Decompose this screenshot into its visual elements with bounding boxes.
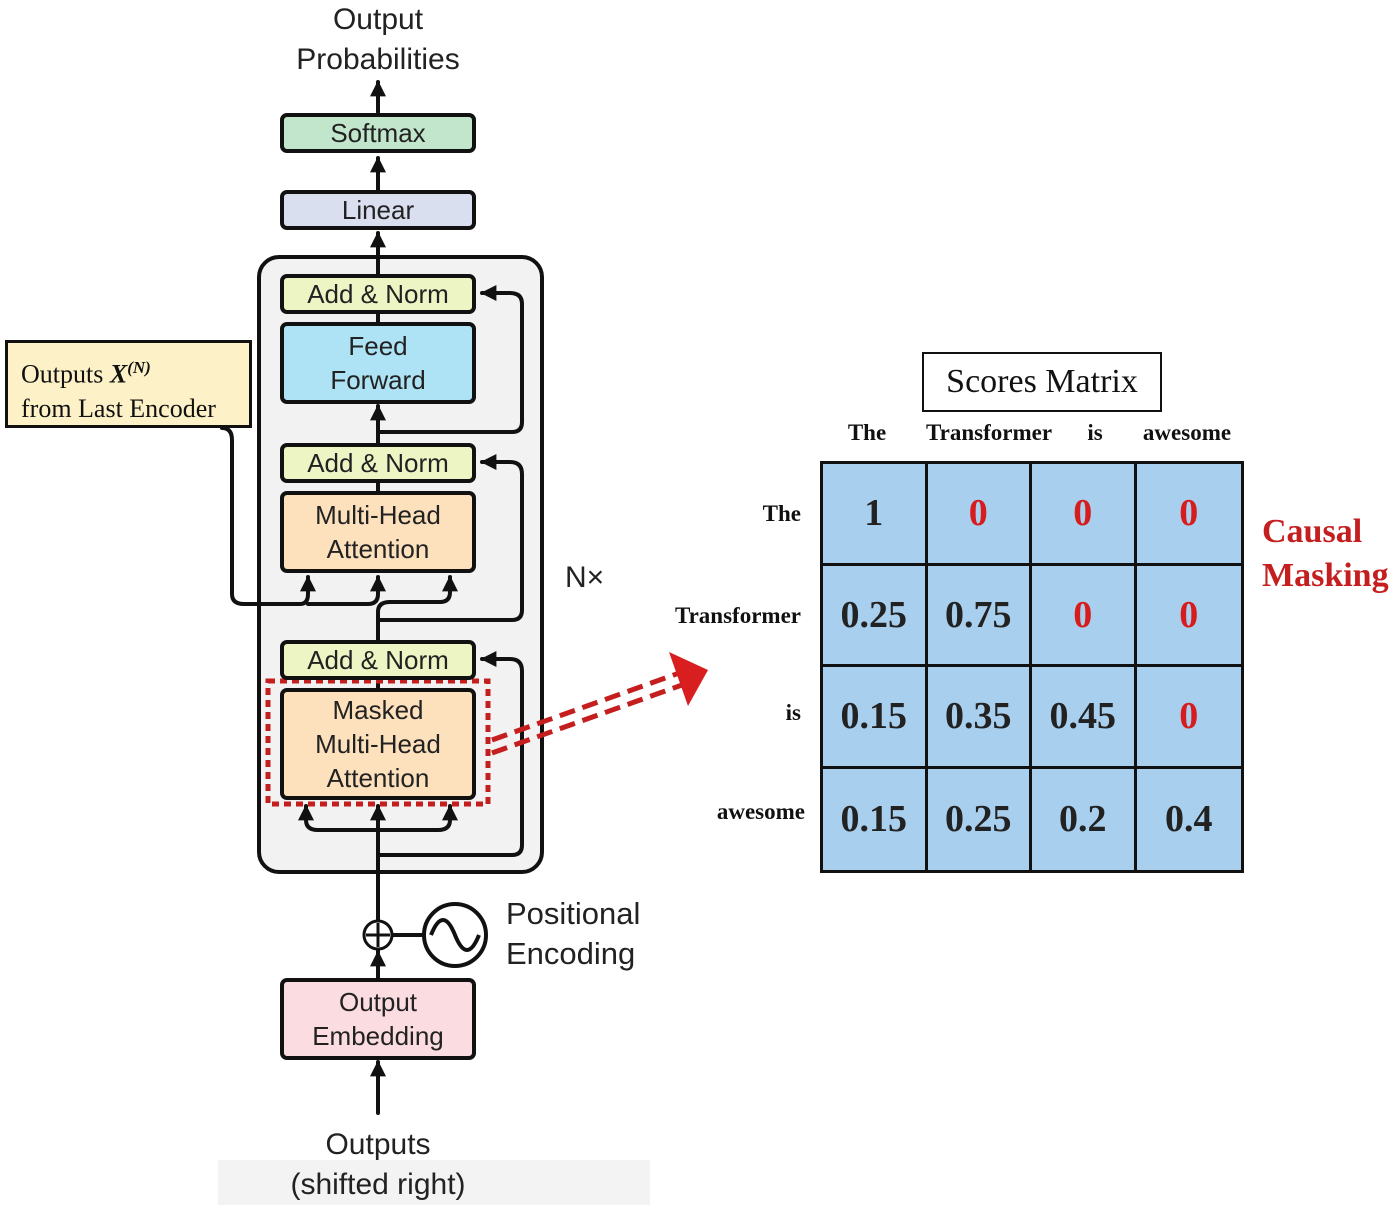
add-norm-top-label: Add & Norm	[307, 279, 449, 309]
positional-encoding-label: Positional Encoding	[506, 896, 641, 971]
mha-line1: Multi-Head	[315, 500, 441, 530]
matrix-cell: 0	[1032, 464, 1137, 566]
embedding-line2: Embedding	[312, 1021, 444, 1051]
output-embedding-block: Output Embedding	[280, 978, 476, 1060]
outputs-shifted-label: Outputs (shifted right)	[290, 1128, 466, 1201]
encoder-output-line2: from Last Encoder	[21, 393, 216, 423]
nx-label: N×	[565, 561, 605, 594]
matrix-cell: 0.45	[1032, 667, 1137, 769]
row-header: Transformer	[674, 603, 801, 628]
linear-block: Linear	[280, 190, 476, 230]
row-header: is	[785, 700, 801, 725]
output-probabilities-label: Output Probabilities	[296, 3, 460, 76]
add-norm-mid-block: Add & Norm	[280, 443, 476, 483]
softmax-block: Softmax	[280, 113, 476, 153]
matrix-cell: 0.2	[1032, 768, 1137, 870]
masked-mha-line2: Multi-Head	[315, 729, 441, 759]
masked-mha-line3: Attention	[326, 763, 430, 793]
add-norm-top-block: Add & Norm	[280, 274, 476, 314]
plus-node-icon	[362, 919, 394, 951]
scores-matrix-title: Scores Matrix	[922, 352, 1162, 412]
feed-forward-line1: Feed	[348, 331, 408, 361]
row-header: awesome	[716, 799, 805, 824]
col-header: The	[847, 420, 887, 445]
matrix-cell: 0	[1136, 464, 1241, 566]
col-header: is	[1087, 420, 1103, 445]
col-header: Transformer	[926, 420, 1053, 445]
matrix-cell: 0.4	[1165, 798, 1213, 841]
matrix-cell: 0.15	[823, 768, 928, 870]
linear-label: Linear	[341, 195, 415, 225]
matrix-cell: 0	[1032, 565, 1137, 667]
add-norm-bottom-label: Add & Norm	[307, 645, 449, 675]
row-header: The	[762, 501, 801, 526]
feed-forward-line2: Forward	[330, 365, 426, 395]
matrix-cell: 0.15	[823, 667, 928, 769]
mha-line2: Attention	[326, 534, 430, 564]
sine-wave-icon	[422, 902, 488, 968]
matrix-cell: 0.75	[927, 565, 1032, 667]
encoder-output-line1: Outputs X(N)	[21, 358, 151, 389]
masked-multi-head-attention-block: Masked Multi-Head Attention	[280, 688, 476, 800]
matrix-cell: 0	[1136, 566, 1241, 667]
feed-forward-block: Feed Forward	[280, 322, 476, 404]
add-norm-bottom-block: Add & Norm	[280, 640, 476, 680]
softmax-label: Softmax	[330, 118, 426, 148]
multi-head-attention-block: Multi-Head Attention	[280, 491, 476, 573]
masked-attention-highlight	[265, 678, 491, 807]
matrix-cell: 0.35	[927, 667, 1032, 769]
pointer-arrow	[491, 652, 708, 756]
embedding-line1: Output	[338, 987, 418, 1017]
matrix-cell: 0.25	[823, 565, 928, 667]
matrix-cell: 1	[823, 464, 928, 566]
matrix-cell: 0.25	[928, 768, 1032, 870]
matrix-cell: 0	[1136, 667, 1241, 769]
masked-mha-line1: Masked	[332, 695, 424, 725]
causal-masking-label: Causal Masking	[1262, 513, 1389, 594]
matrix-cell: 0	[927, 464, 1032, 566]
encoder-output-box: Outputs X(N) from Last Encoder	[5, 340, 252, 428]
col-header: awesome	[1142, 420, 1232, 445]
add-norm-mid-label: Add & Norm	[307, 448, 449, 478]
